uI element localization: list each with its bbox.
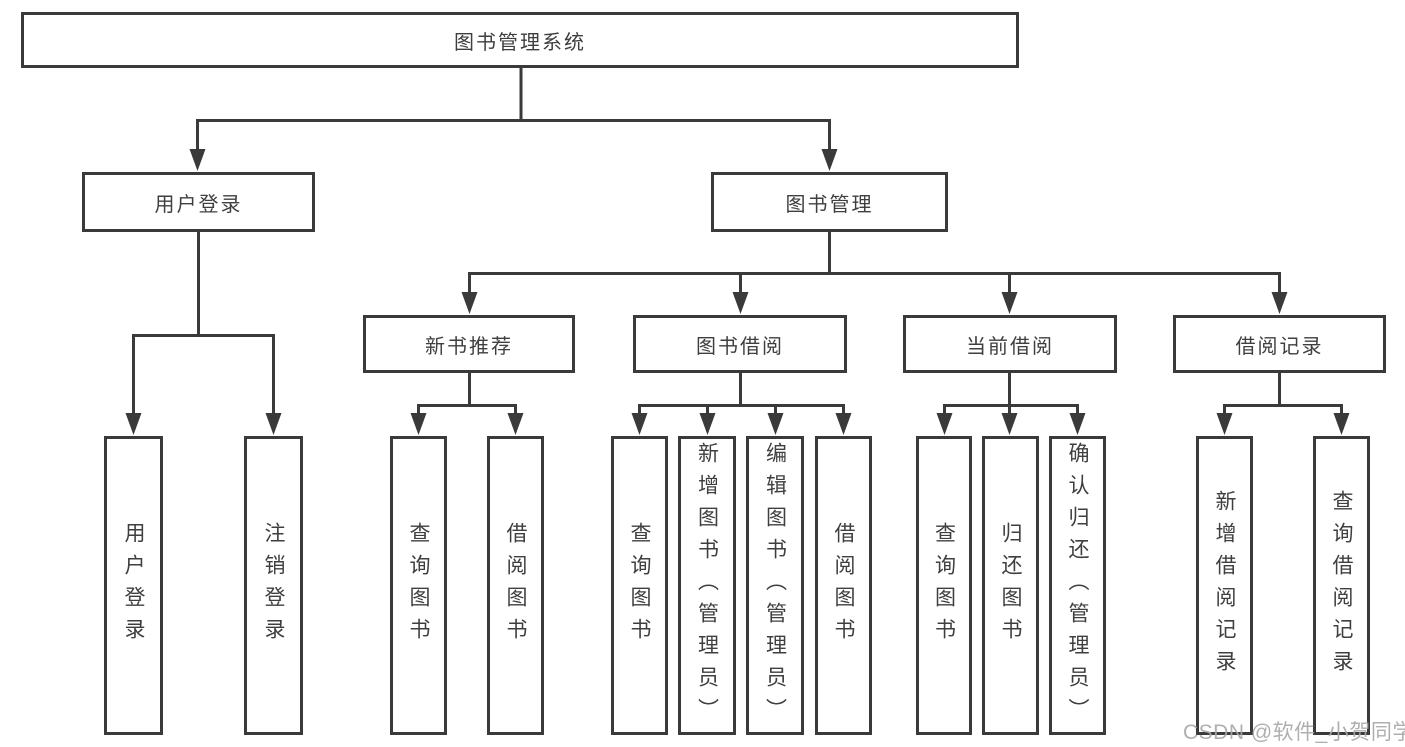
leaf-user-login: 用户登录 [104, 436, 163, 735]
leaf-borrow-books-recommend: 借阅图书 [487, 436, 544, 735]
node-current-borrowing: 当前借阅 [903, 315, 1117, 373]
leaf-add-borrow-record: 新增借阅记录 [1196, 436, 1253, 735]
leaf-logout: 注销登录 [244, 436, 303, 735]
node-book-borrowing: 图书借阅 [633, 315, 847, 373]
leaf-edit-book-admin: 编辑图书（管理员） [746, 436, 804, 735]
leaf-add-book-admin: 新增图书（管理员） [678, 436, 736, 735]
node-borrowing-records: 借阅记录 [1173, 315, 1386, 373]
leaf-query-books-current: 查询图书 [916, 436, 972, 735]
leaf-query-books-borrowing: 查询图书 [611, 436, 668, 735]
leaf-borrow-books: 借阅图书 [815, 436, 872, 735]
csdn-watermark: CSDN @软件_小贺同学 [1183, 721, 1405, 744]
node-new-book-recommendation: 新书推荐 [363, 315, 575, 373]
node-user-login: 用户登录 [82, 172, 315, 232]
leaf-query-books-recommend: 查询图书 [390, 436, 447, 735]
node-library-system: 图书管理系统 [21, 12, 1019, 68]
leaf-return-books: 归还图书 [982, 436, 1039, 735]
leaf-confirm-return-admin: 确认归还（管理员） [1049, 436, 1106, 735]
node-book-management: 图书管理 [711, 172, 948, 232]
leaf-query-borrow-record: 查询借阅记录 [1313, 436, 1370, 735]
